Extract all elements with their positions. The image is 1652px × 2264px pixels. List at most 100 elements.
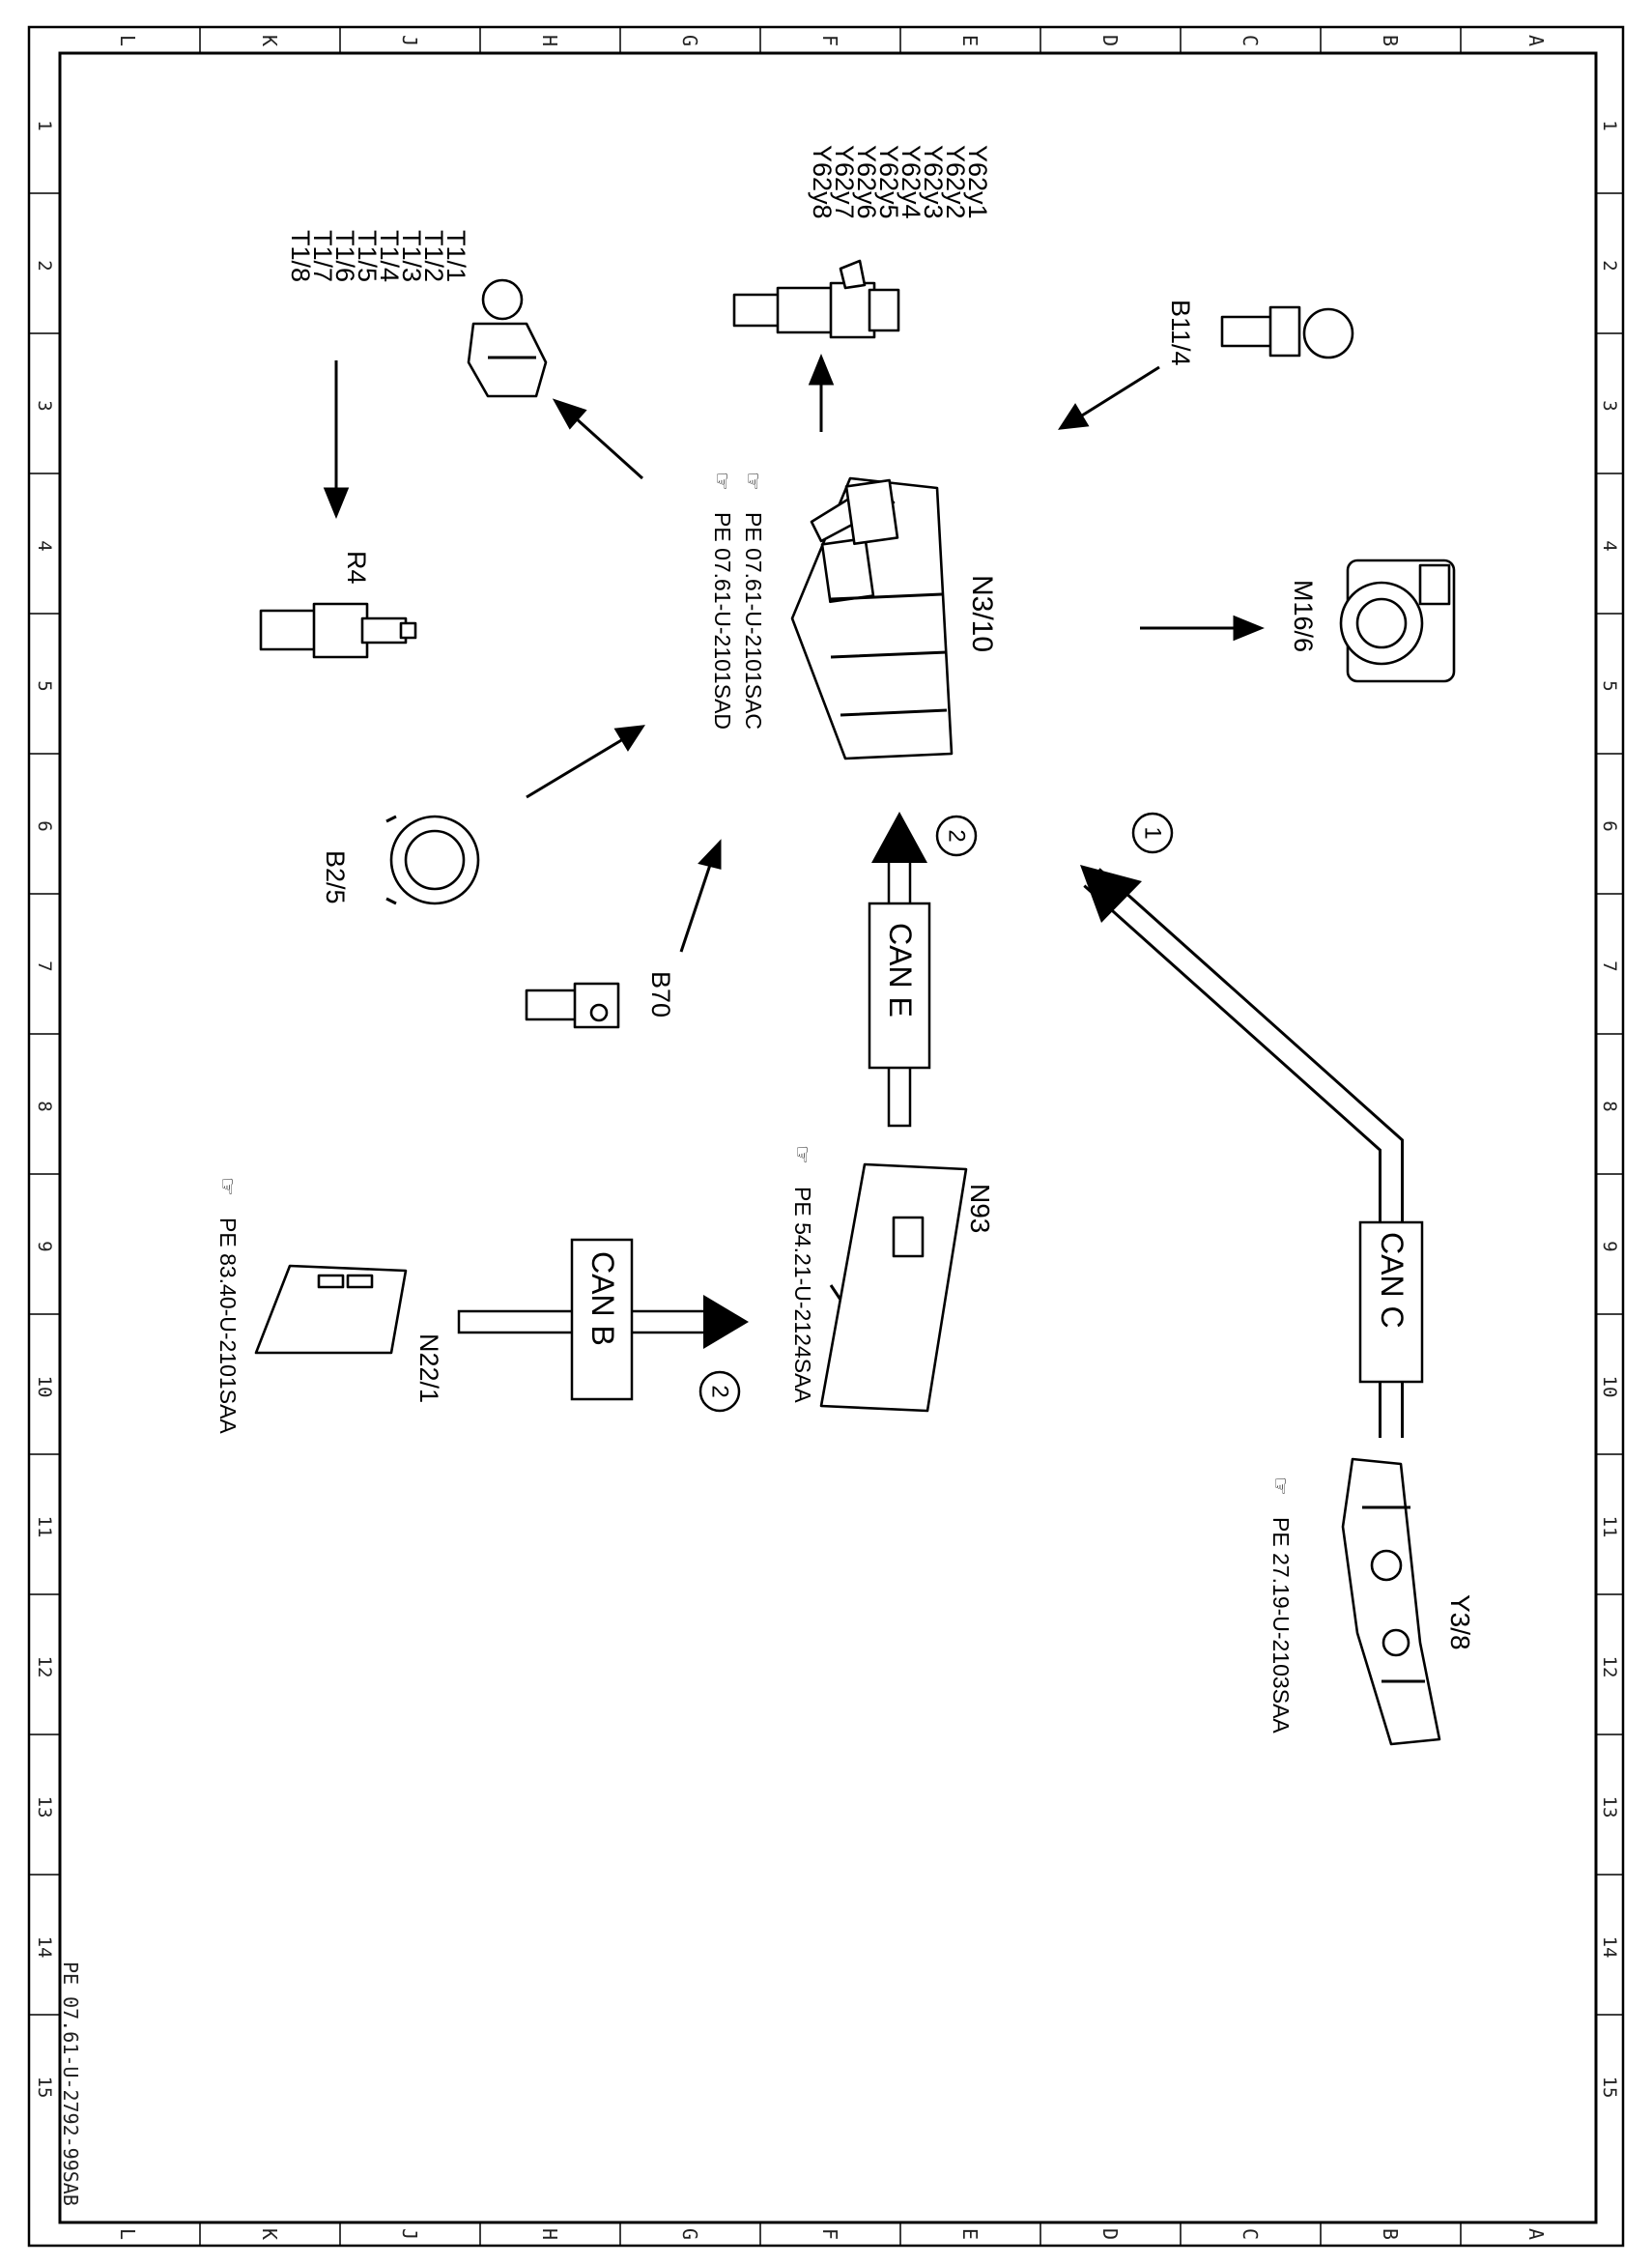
sensor-b11-4-label: B11/4 [1166, 300, 1195, 366]
module-n93-ref: PE 54.21-U-2124SAA [790, 1187, 815, 1403]
sensor-b70-label: B70 [646, 971, 675, 1017]
can-b-label-box [570, 1238, 634, 1401]
coil-label: T1/1 [441, 230, 470, 282]
pointing-hand-icon: ☞ [710, 472, 734, 491]
row-number: 15 [1599, 2077, 1620, 2099]
coil-label: T1/4 [375, 230, 404, 282]
crankshaft-sensor-part [525, 982, 620, 1029]
col-letter: D [1098, 35, 1122, 46]
injector-label: Y62y6 [852, 145, 881, 219]
coil-label: T1/3 [397, 230, 426, 282]
col-letter: A [1524, 2228, 1548, 2240]
injector-label: Y62y4 [897, 145, 926, 219]
row-number: 4 [34, 540, 55, 551]
coil-label: T1/2 [419, 230, 448, 282]
col-letter: L [116, 2228, 139, 2240]
col-letter: D [1098, 2228, 1122, 2240]
row-number: 6 [1599, 820, 1620, 831]
can-c-label-box [1358, 1220, 1424, 1384]
col-letter: H [538, 35, 561, 46]
col-letter: G [678, 2228, 701, 2240]
row-number: 12 [1599, 1656, 1620, 1678]
can-b-label: CAN B [585, 1251, 620, 1346]
engine-control-unit [790, 476, 954, 760]
col-letter: J [398, 35, 421, 46]
injector-label: Y62y2 [941, 145, 970, 219]
module-n93-label: N93 [965, 1184, 995, 1233]
row-number: 11 [1599, 1516, 1620, 1538]
row-number: 10 [34, 1376, 55, 1398]
document-id: PE 07.61-U-2792-99SAB [59, 1962, 82, 2206]
can-c-marker: 1 [1140, 826, 1166, 839]
control-unit-ref-2: PE 07.61-U-2101SAD [710, 512, 735, 730]
row-numbers-left: 1 2 3 4 5 6 7 8 9 10 11 12 13 14 15 [34, 120, 55, 2098]
row-number: 7 [1599, 960, 1620, 971]
can-e-label: CAN E [883, 923, 918, 1017]
can-c-marker-circle [1131, 812, 1174, 854]
sensor-b2-5-label: B2/5 [321, 850, 350, 904]
fuel-injector-part [732, 259, 900, 339]
col-letter: F [818, 2228, 841, 2240]
row-number: 1 [34, 120, 55, 130]
throttle-label: M16/6 [1289, 580, 1318, 652]
row-ticks [29, 192, 1623, 2016]
can-b-bus [457, 1238, 749, 1413]
row-number: 5 [1599, 680, 1620, 691]
col-letter: B [1379, 2228, 1402, 2240]
row-number: 5 [34, 680, 55, 691]
can-b-marker-circle [698, 1370, 741, 1413]
coil-label: T1/5 [353, 230, 382, 282]
can-e-label-box [868, 902, 931, 1070]
col-letter: L [116, 35, 139, 46]
row-number: 15 [34, 2077, 55, 2099]
col-letter: H [538, 2228, 561, 2240]
col-letter: E [958, 2228, 982, 2240]
outer-frame [27, 25, 1625, 2248]
temperature-sensor-part [1220, 305, 1354, 359]
col-letter: K [258, 35, 281, 46]
signal-arrows [323, 354, 1265, 953]
arrow-to-coils [573, 416, 644, 480]
transmission-controller-part [1341, 1457, 1441, 1746]
col-letter: C [1239, 2228, 1262, 2240]
spark-plug-part [259, 602, 417, 659]
can-b-marker: 2 [707, 1385, 733, 1397]
column-letters-top: L K J H G F E D C B A [116, 35, 1548, 46]
can-e-bus [868, 812, 978, 1128]
row-number: 8 [34, 1101, 55, 1111]
col-letter: G [678, 35, 701, 46]
pointing-hand-icon: ☞ [1268, 1476, 1293, 1496]
module-n22-1-label: N22/1 [414, 1333, 443, 1403]
row-number: 13 [1599, 1796, 1620, 1819]
coil-label: T1/7 [308, 230, 337, 282]
col-letter: K [258, 2228, 281, 2240]
col-letter: J [398, 2228, 421, 2240]
row-number: 12 [34, 1656, 55, 1678]
can-c-label: CAN C [1375, 1232, 1410, 1329]
pointing-hand-icon: ☞ [215, 1177, 240, 1196]
row-number: 4 [1599, 540, 1620, 551]
col-letter: F [818, 35, 841, 46]
row-number: 3 [1599, 400, 1620, 411]
ignition-coil-part [467, 278, 548, 398]
control-unit-ref-1: PE 07.61-U-2101SAC [741, 512, 766, 730]
injector-label: Y62y5 [874, 145, 903, 219]
injector-label: Y62y7 [830, 145, 859, 219]
arrow-from-b2-5 [526, 737, 624, 799]
can-c-bus [1080, 812, 1424, 1438]
row-number: 6 [34, 820, 55, 831]
row-number: 8 [1599, 1101, 1620, 1111]
row-number: 10 [1599, 1376, 1620, 1398]
can-e-marker-circle [935, 815, 978, 857]
row-number: 13 [34, 1796, 55, 1819]
row-numbers-right: 1 2 3 4 5 6 7 8 9 10 11 12 13 14 15 [1599, 120, 1620, 2098]
column-ticks [199, 27, 1462, 2246]
ignition-coil-labels: T1/1 T1/2 T1/3 T1/4 T1/5 T1/6 T1/7 T1/8 [286, 230, 470, 282]
inner-frame [58, 51, 1598, 2224]
row-number: 1 [1599, 120, 1620, 130]
pointing-hand-icon: ☞ [741, 472, 765, 491]
row-number: 11 [34, 1516, 55, 1538]
col-letter: B [1379, 35, 1402, 46]
spark-plug-label: R4 [342, 551, 371, 585]
hot-film-sensor-part [385, 815, 480, 905]
